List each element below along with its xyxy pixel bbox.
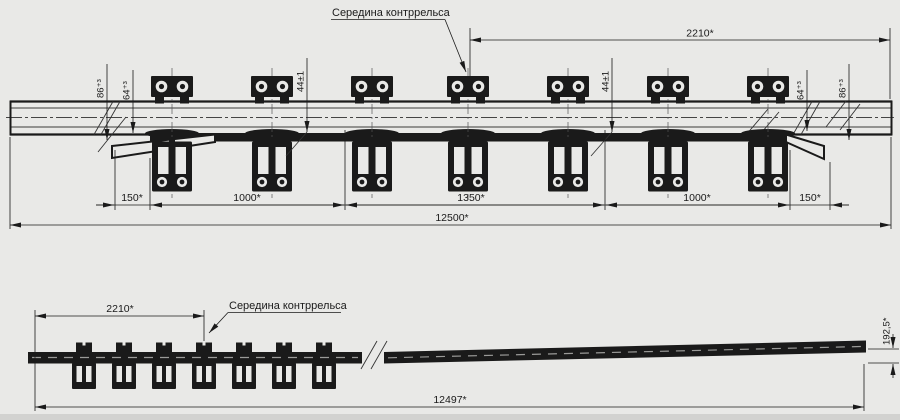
gauge-44-right: 44±1 [601, 71, 612, 92]
side-clamp-5 [232, 342, 256, 389]
side-dim-rise: 192,5* [868, 317, 899, 378]
side-clamp-4 [192, 342, 216, 389]
bottom-bracket-6 [647, 136, 689, 193]
gauge-86-left: 86⁺³ [96, 79, 107, 98]
side-clamp-2 [112, 342, 136, 389]
side-dim-overall: 12497* [35, 364, 865, 411]
gauge-64-left: 64⁺³ [122, 81, 133, 100]
chain-150-left: 150* [121, 192, 143, 204]
side-view: 2210* Середина контррельса 192,5* 12497* [28, 300, 899, 411]
break-gap [365, 337, 382, 372]
rising-rail-end [384, 340, 866, 364]
chain-150-right: 150* [799, 192, 821, 204]
counter-rail-side [28, 337, 866, 389]
gauge-44-left: 44±1 [296, 71, 307, 92]
bottom-bracket-2 [251, 136, 293, 193]
bottom-bracket-7 [747, 136, 789, 193]
plan-dim-overall-value: 12500* [435, 212, 468, 224]
sheet-edge [0, 414, 900, 420]
bottom-bracket-3 [351, 136, 393, 193]
side-midline-leader: Середина контррельса [208, 300, 348, 334]
chain-1000-left: 1000* [233, 192, 260, 204]
side-clamp-6 [272, 342, 296, 389]
bottom-bracket-1 [151, 136, 193, 193]
plan-dim-2210-value: 2210* [686, 28, 713, 40]
plan-midline-label: Середина контррельса [332, 7, 451, 19]
plan-dim-2210: 2210* [469, 28, 891, 99]
plan-chain-dims: 150* 1000* 1350* 1000* 150* [96, 130, 849, 210]
chain-1350-mid: 1350* [457, 192, 484, 204]
bottom-bracket-5 [547, 136, 589, 193]
side-clamp-7 [312, 342, 336, 389]
gauge-86-right: 86⁺³ [838, 79, 849, 98]
side-dim-rise-value: 192,5* [882, 317, 893, 345]
plan-gauge-dims: 86⁺³ 64⁺³ 44±1 44±1 64⁺³ 86⁺³ [96, 58, 852, 157]
plan-view: Середина контррельса 2210* 86⁺³ 64⁺³ 44±… [6, 7, 894, 229]
side-dim-overall-value: 12497* [433, 394, 466, 406]
chain-1000-right: 1000* [683, 192, 710, 204]
plan-dim-overall: 12500* [9, 137, 892, 229]
flared-end-right [785, 133, 825, 161]
side-dim-2210: 2210* [34, 303, 205, 411]
bottom-bracket-4 [447, 136, 489, 193]
plan-midline-leader: Середина контррельса [331, 7, 467, 73]
side-dim-2210-value: 2210* [106, 303, 133, 315]
side-clamp-1 [72, 342, 96, 389]
gauge-64-right: 64⁺³ [796, 81, 807, 100]
side-midline-label: Середина контррельса [229, 300, 348, 312]
side-clamp-3 [152, 342, 176, 389]
